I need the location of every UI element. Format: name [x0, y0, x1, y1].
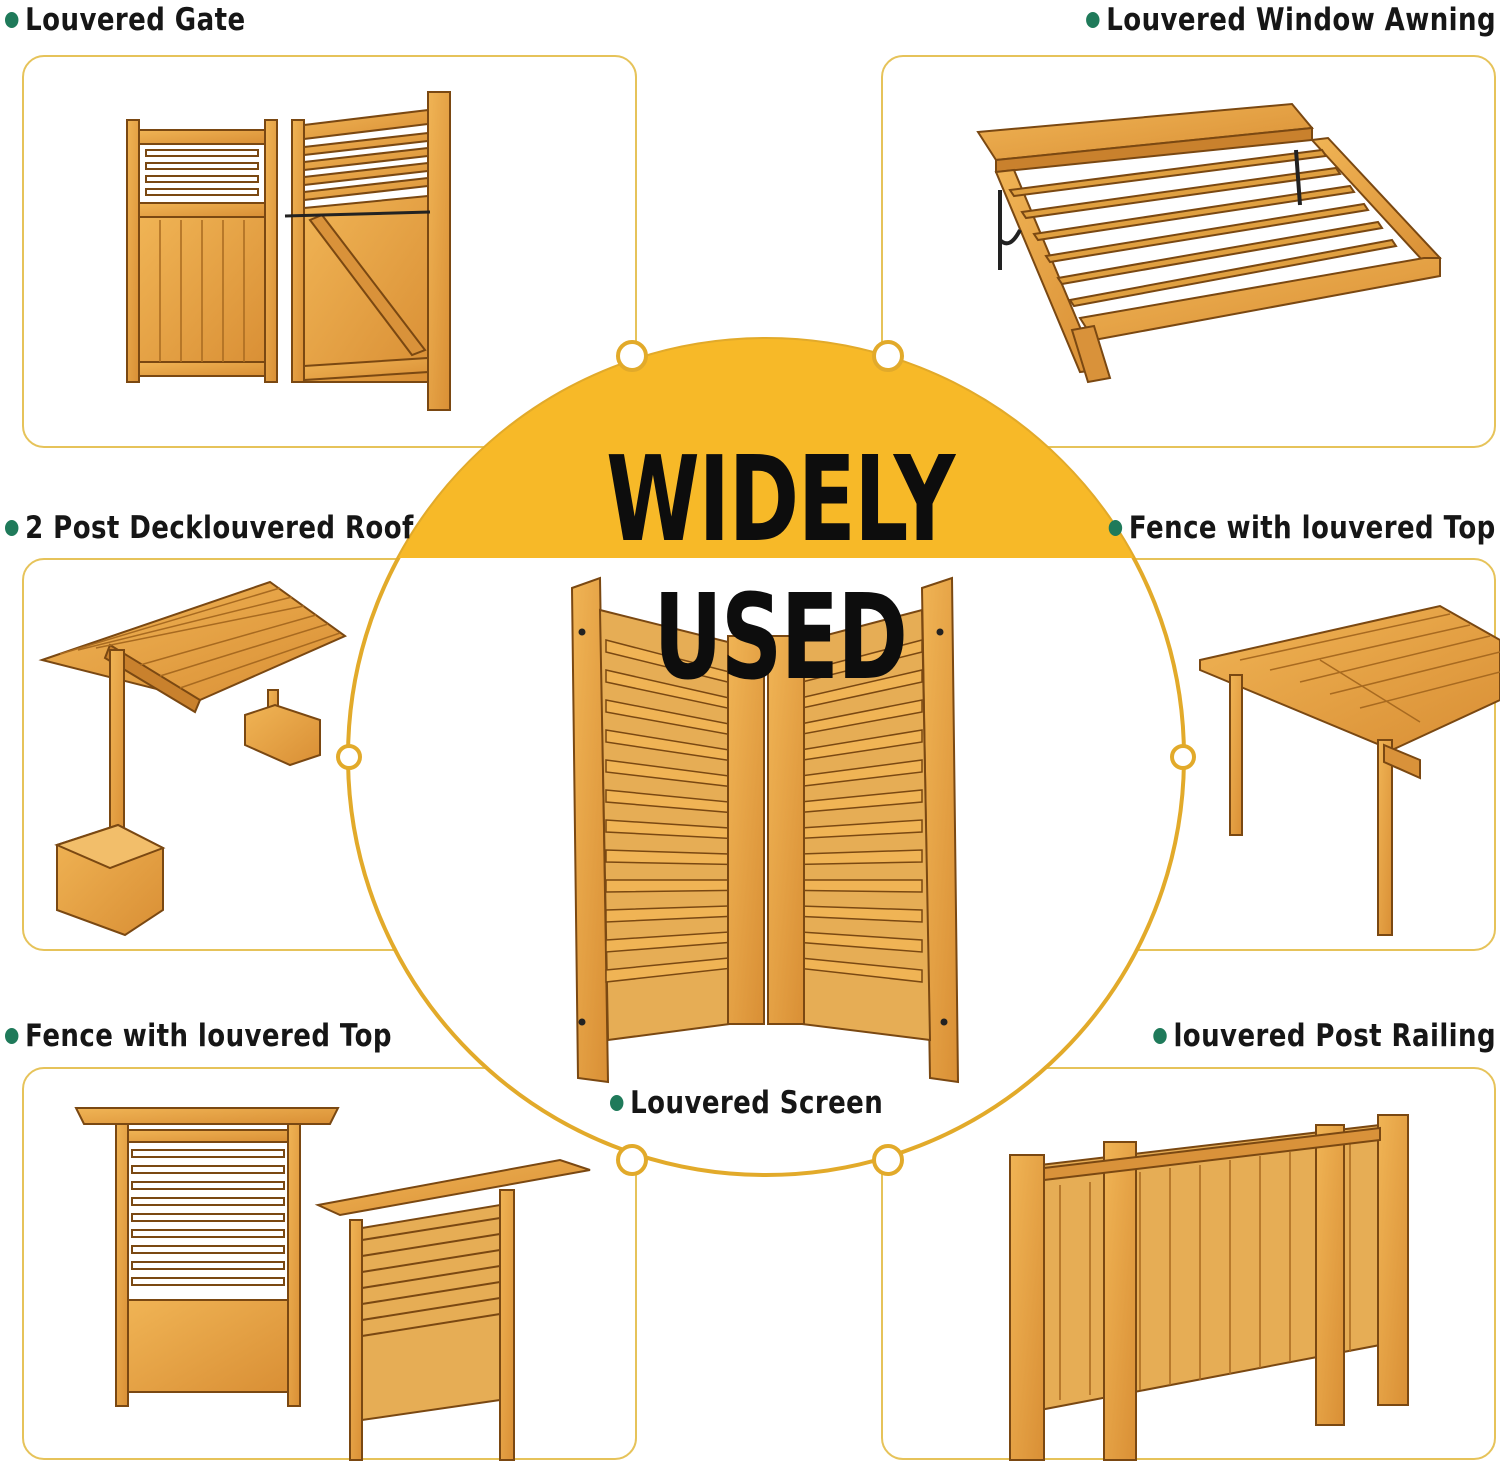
bullet-dot-icon — [5, 520, 19, 536]
item-label: 2 Post Decklouvered Roof — [25, 510, 414, 546]
decklouvered-roof-illustration — [38, 580, 348, 937]
bullet-dot-icon — [1086, 12, 1100, 28]
item-label: Louvered Gate — [25, 2, 246, 38]
ring-node — [1170, 744, 1196, 770]
ring-node — [616, 1144, 648, 1176]
ring-node — [872, 340, 904, 372]
ring-node — [872, 1144, 904, 1176]
louvered-post-railing-illustration — [1009, 1114, 1409, 1461]
label-fence-louvered-top-right: Fence with louvered Top — [1109, 510, 1496, 546]
item-label: Louvered Screen — [630, 1085, 884, 1121]
label-louvered-screen: Louvered Screen — [610, 1085, 883, 1121]
label-fence-louvered-top-left: Fence with louvered Top — [5, 1018, 392, 1054]
label-louvered-window-awning: Louvered Window Awning — [1086, 2, 1496, 38]
label-decklouvered-roof: 2 Post Decklouvered Roof — [5, 510, 414, 546]
label-louvered-gate: Louvered Gate — [5, 2, 246, 38]
bullet-dot-icon — [1109, 520, 1123, 536]
bullet-dot-icon — [5, 12, 19, 28]
ring-node — [616, 340, 648, 372]
item-label: Fence with louvered Top — [1129, 510, 1496, 546]
fence-louvered-top-illustration — [74, 1107, 591, 1461]
headline: WIDELY USED — [606, 430, 955, 706]
pergola-louvered-top-illustration — [1199, 604, 1500, 936]
louvered-window-awning-illustration — [976, 102, 1442, 384]
item-label: Louvered Window Awning — [1106, 2, 1496, 38]
ring-node — [336, 744, 362, 770]
item-label: louvered Post Railing — [1173, 1018, 1496, 1054]
bullet-dot-icon — [610, 1095, 624, 1111]
item-label: Fence with louvered Top — [25, 1018, 392, 1054]
louvered-screen-illustration — [570, 576, 960, 1084]
louvered-gate-illustration — [126, 91, 451, 411]
bullet-dot-icon — [1153, 1028, 1167, 1044]
bullet-dot-icon — [5, 1028, 19, 1044]
label-louvered-post-railing: louvered Post Railing — [1153, 1018, 1496, 1054]
